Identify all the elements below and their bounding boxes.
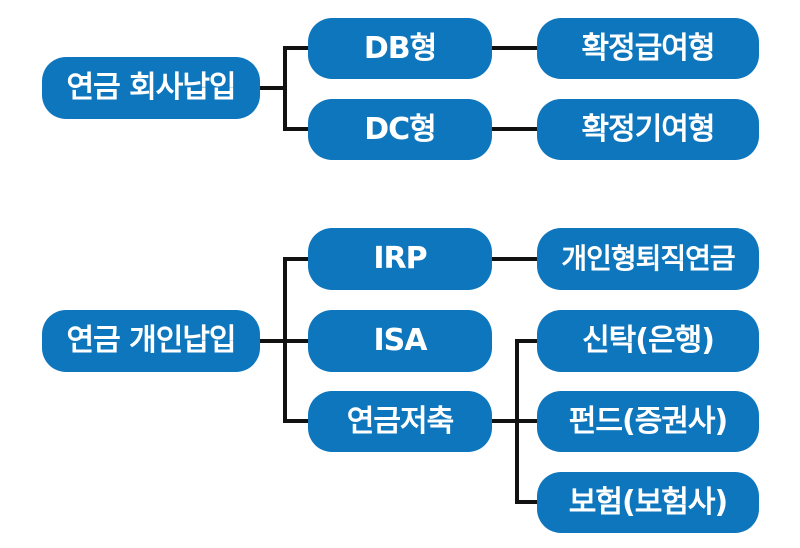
connector-company-trunk xyxy=(258,86,287,90)
connector-personal-vertical xyxy=(283,257,287,423)
node-defined-contribution: 확정기여형 xyxy=(537,99,759,160)
connector-to-db xyxy=(283,46,310,50)
node-pension-savings: 연금저축 xyxy=(308,391,492,452)
node-pension-personal-paid: 연금 개인납입 xyxy=(42,310,260,372)
connector-db-detail xyxy=(490,46,539,50)
node-db-type: DB형 xyxy=(308,18,492,79)
connector-irp-detail xyxy=(490,257,539,261)
connector-savings-vertical xyxy=(515,339,519,504)
node-pension-company-paid: 연금 회사납입 xyxy=(42,57,260,119)
connector-to-insurance xyxy=(515,500,539,504)
connector-to-irp xyxy=(283,257,310,261)
node-insurance-company: 보험(보험사) xyxy=(537,472,759,533)
node-dc-type: DC형 xyxy=(308,99,492,160)
connector-to-trust xyxy=(515,339,539,343)
node-defined-benefit: 확정급여형 xyxy=(537,18,759,79)
connector-to-dc xyxy=(283,127,310,131)
connector-company-vertical xyxy=(283,46,287,131)
node-fund-securities: 펀드(증권사) xyxy=(537,391,759,452)
node-individual-retirement-pension: 개인형퇴직연금 xyxy=(537,228,759,290)
connector-to-savings xyxy=(283,419,310,423)
node-irp: IRP xyxy=(308,228,492,290)
connector-savings-fund xyxy=(490,419,539,423)
node-isa: ISA xyxy=(308,310,492,372)
node-trust-bank: 신탁(은행) xyxy=(537,310,759,372)
connector-dc-detail xyxy=(490,127,539,131)
